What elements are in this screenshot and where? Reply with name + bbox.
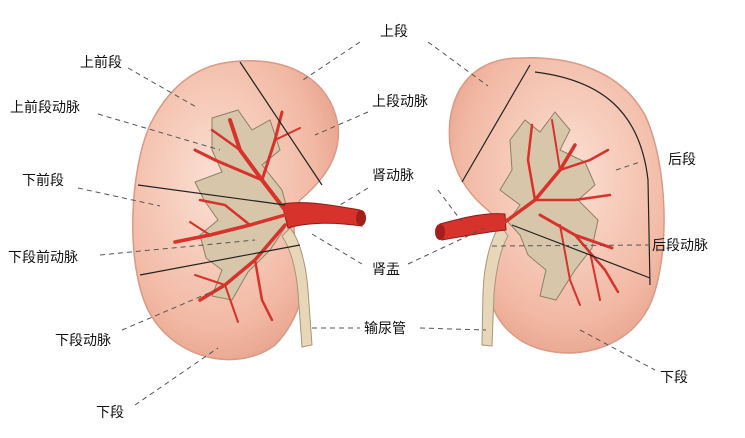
- label-lower-segment-right: 下段: [660, 370, 688, 386]
- posterior-renal-artery-opening: [435, 224, 445, 240]
- posterior-arterial-branches: [503, 119, 620, 306]
- label-upper-segment-artery: 上段动脉: [372, 94, 428, 110]
- posterior-kidney: [435, 57, 665, 354]
- posterior-renal-artery-trunk: [439, 213, 507, 241]
- label-renal-pelvis: 肾盂: [372, 262, 400, 278]
- label-upper-anterior-segment-artery: 上前段动脉: [10, 100, 80, 116]
- label-lower-segment-artery: 下段动脉: [55, 333, 111, 349]
- label-lower-anterior-segment: 下前段: [22, 173, 64, 189]
- leader-lines: [77, 41, 656, 406]
- label-lower-segment-left: 下段: [96, 405, 124, 421]
- anterior-kidney: [132, 60, 366, 361]
- posterior-ureter: [481, 224, 509, 347]
- label-ureter: 输尿管: [364, 321, 406, 337]
- anterior-renal-artery-opening: [356, 210, 366, 226]
- anterior-segment-lines: [137, 61, 323, 276]
- label-renal-artery: 肾动脉: [372, 168, 414, 184]
- anterior-renal-pelvis: [194, 109, 291, 301]
- label-upper-segment: 上段: [380, 24, 408, 40]
- posterior-segment-lines: [461, 64, 651, 286]
- label-posterior-segment-artery: 后段动脉: [652, 238, 708, 254]
- label-lower-segment-anterior-artery: 下段前动脉: [8, 250, 78, 266]
- label-upper-anterior-segment: 上前段: [80, 55, 122, 71]
- anterior-renal-artery-trunk: [281, 202, 363, 229]
- label-posterior-segment: 后段: [668, 152, 696, 168]
